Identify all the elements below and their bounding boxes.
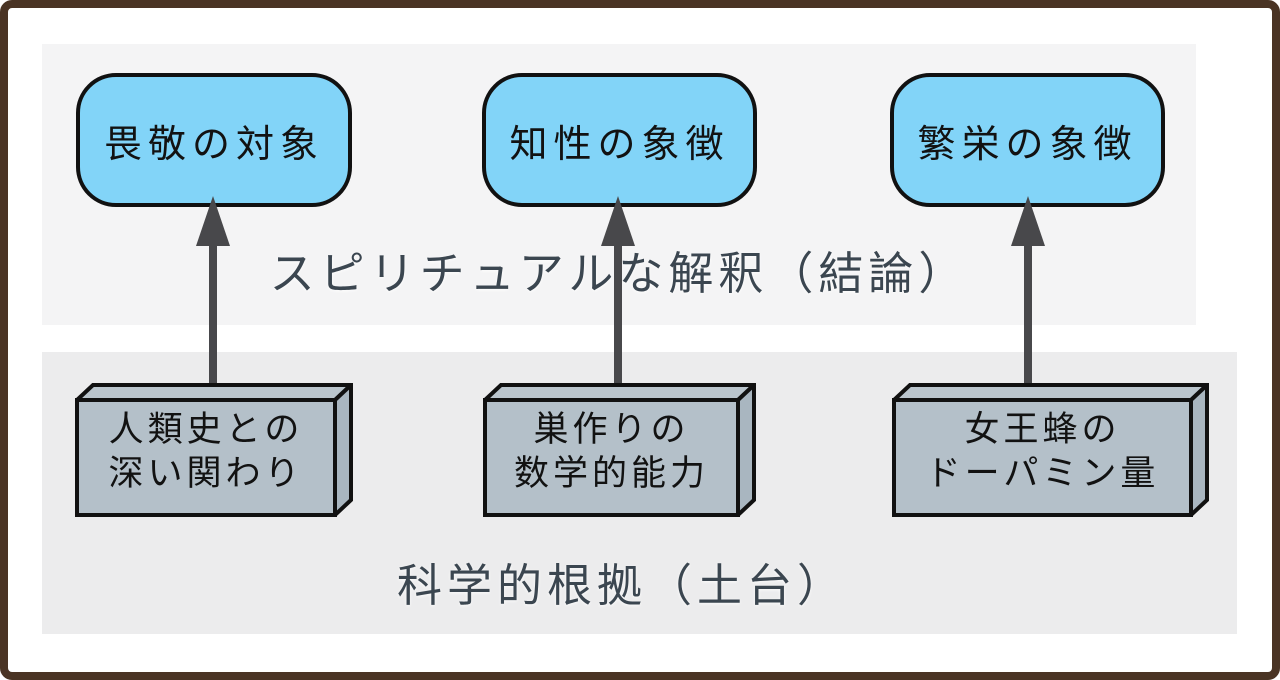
evidence-line: 数学的能力	[513, 453, 709, 494]
conclusion-node-awe: 畏敬の対象	[76, 73, 352, 207]
evidence-line: ドーパミン量	[925, 453, 1160, 494]
arrow-head	[1011, 196, 1045, 246]
evidence-line: 人類史との	[108, 409, 304, 450]
conclusion-node-intelligence: 知性の象徴	[482, 73, 757, 207]
evidence-box-shape	[483, 383, 756, 517]
arrow-up-icon	[1011, 196, 1045, 386]
arrow-up-icon	[601, 196, 635, 386]
evidence-node-label: 女王蜂の ドーパミン量	[894, 400, 1191, 515]
evidence-node-dopamine: 女王蜂の ドーパミン量	[892, 383, 1209, 517]
evidence-node-label: 巣作りの 数学的能力	[485, 400, 738, 515]
arrow-shaft	[1024, 244, 1032, 386]
evidence-node-history: 人類史との 深い関わり	[75, 383, 353, 517]
conclusion-node-prosperity: 繁栄の象徴	[890, 73, 1165, 207]
evidence-line: 巣作りの	[533, 409, 690, 450]
evidence-line: 女王蜂の	[964, 409, 1121, 450]
evidence-box-shape	[892, 383, 1209, 517]
arrow-shaft	[209, 244, 217, 386]
evidence-node-label: 人類史との 深い関わり	[77, 400, 335, 515]
arrow-head	[196, 196, 230, 246]
evidence-box-shape	[75, 383, 353, 517]
arrow-head	[601, 196, 635, 246]
evidence-node-math: 巣作りの 数学的能力	[483, 383, 756, 517]
foundation-section-label: 科学的根拠（土台）	[396, 559, 847, 612]
evidence-line: 深い関わり	[108, 453, 304, 494]
arrow-up-icon	[196, 196, 230, 386]
arrow-shaft	[614, 244, 622, 386]
